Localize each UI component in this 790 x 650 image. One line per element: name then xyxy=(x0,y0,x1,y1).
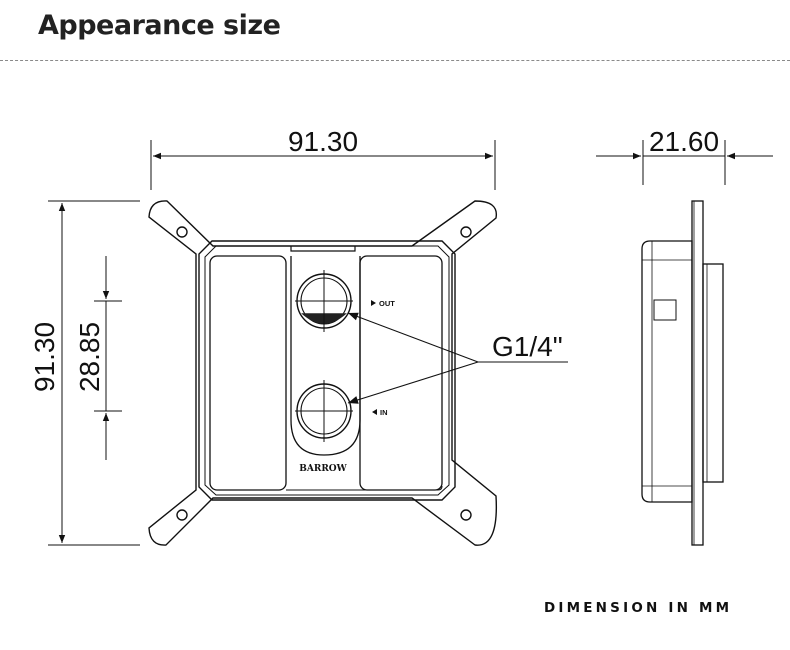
section-title: Appearance size xyxy=(38,10,281,41)
height-dimension: 91.30 xyxy=(29,322,60,392)
front-dimensions xyxy=(48,140,496,546)
out-triangle-icon xyxy=(371,300,376,306)
out-port xyxy=(295,270,353,332)
dashed-divider xyxy=(0,60,790,61)
port-spacing-dimension: 28.85 xyxy=(74,322,105,392)
mounting-bracket xyxy=(148,200,498,546)
in-port xyxy=(295,380,353,442)
mount-hole-br xyxy=(460,509,472,521)
out-label: OUT xyxy=(379,299,395,308)
thread-leader xyxy=(347,312,568,404)
front-view xyxy=(148,200,498,546)
thread-size-label: G1/4" xyxy=(492,331,563,362)
side-view xyxy=(641,200,724,546)
in-triangle-icon xyxy=(372,409,377,415)
side-dimensions xyxy=(596,140,773,185)
width-dimension: 91.30 xyxy=(288,126,358,157)
u-channel xyxy=(290,256,361,456)
brand-logo: BARROW xyxy=(299,464,347,474)
mount-hole-tl xyxy=(176,226,188,238)
thickness-dimension: 21.60 xyxy=(649,126,719,157)
block-outer xyxy=(198,240,456,501)
unit-note: DIMENSION IN MM xyxy=(544,600,733,616)
in-label: IN xyxy=(380,408,388,417)
mount-hole-tr xyxy=(460,226,472,238)
mount-hole-bl xyxy=(176,509,188,521)
